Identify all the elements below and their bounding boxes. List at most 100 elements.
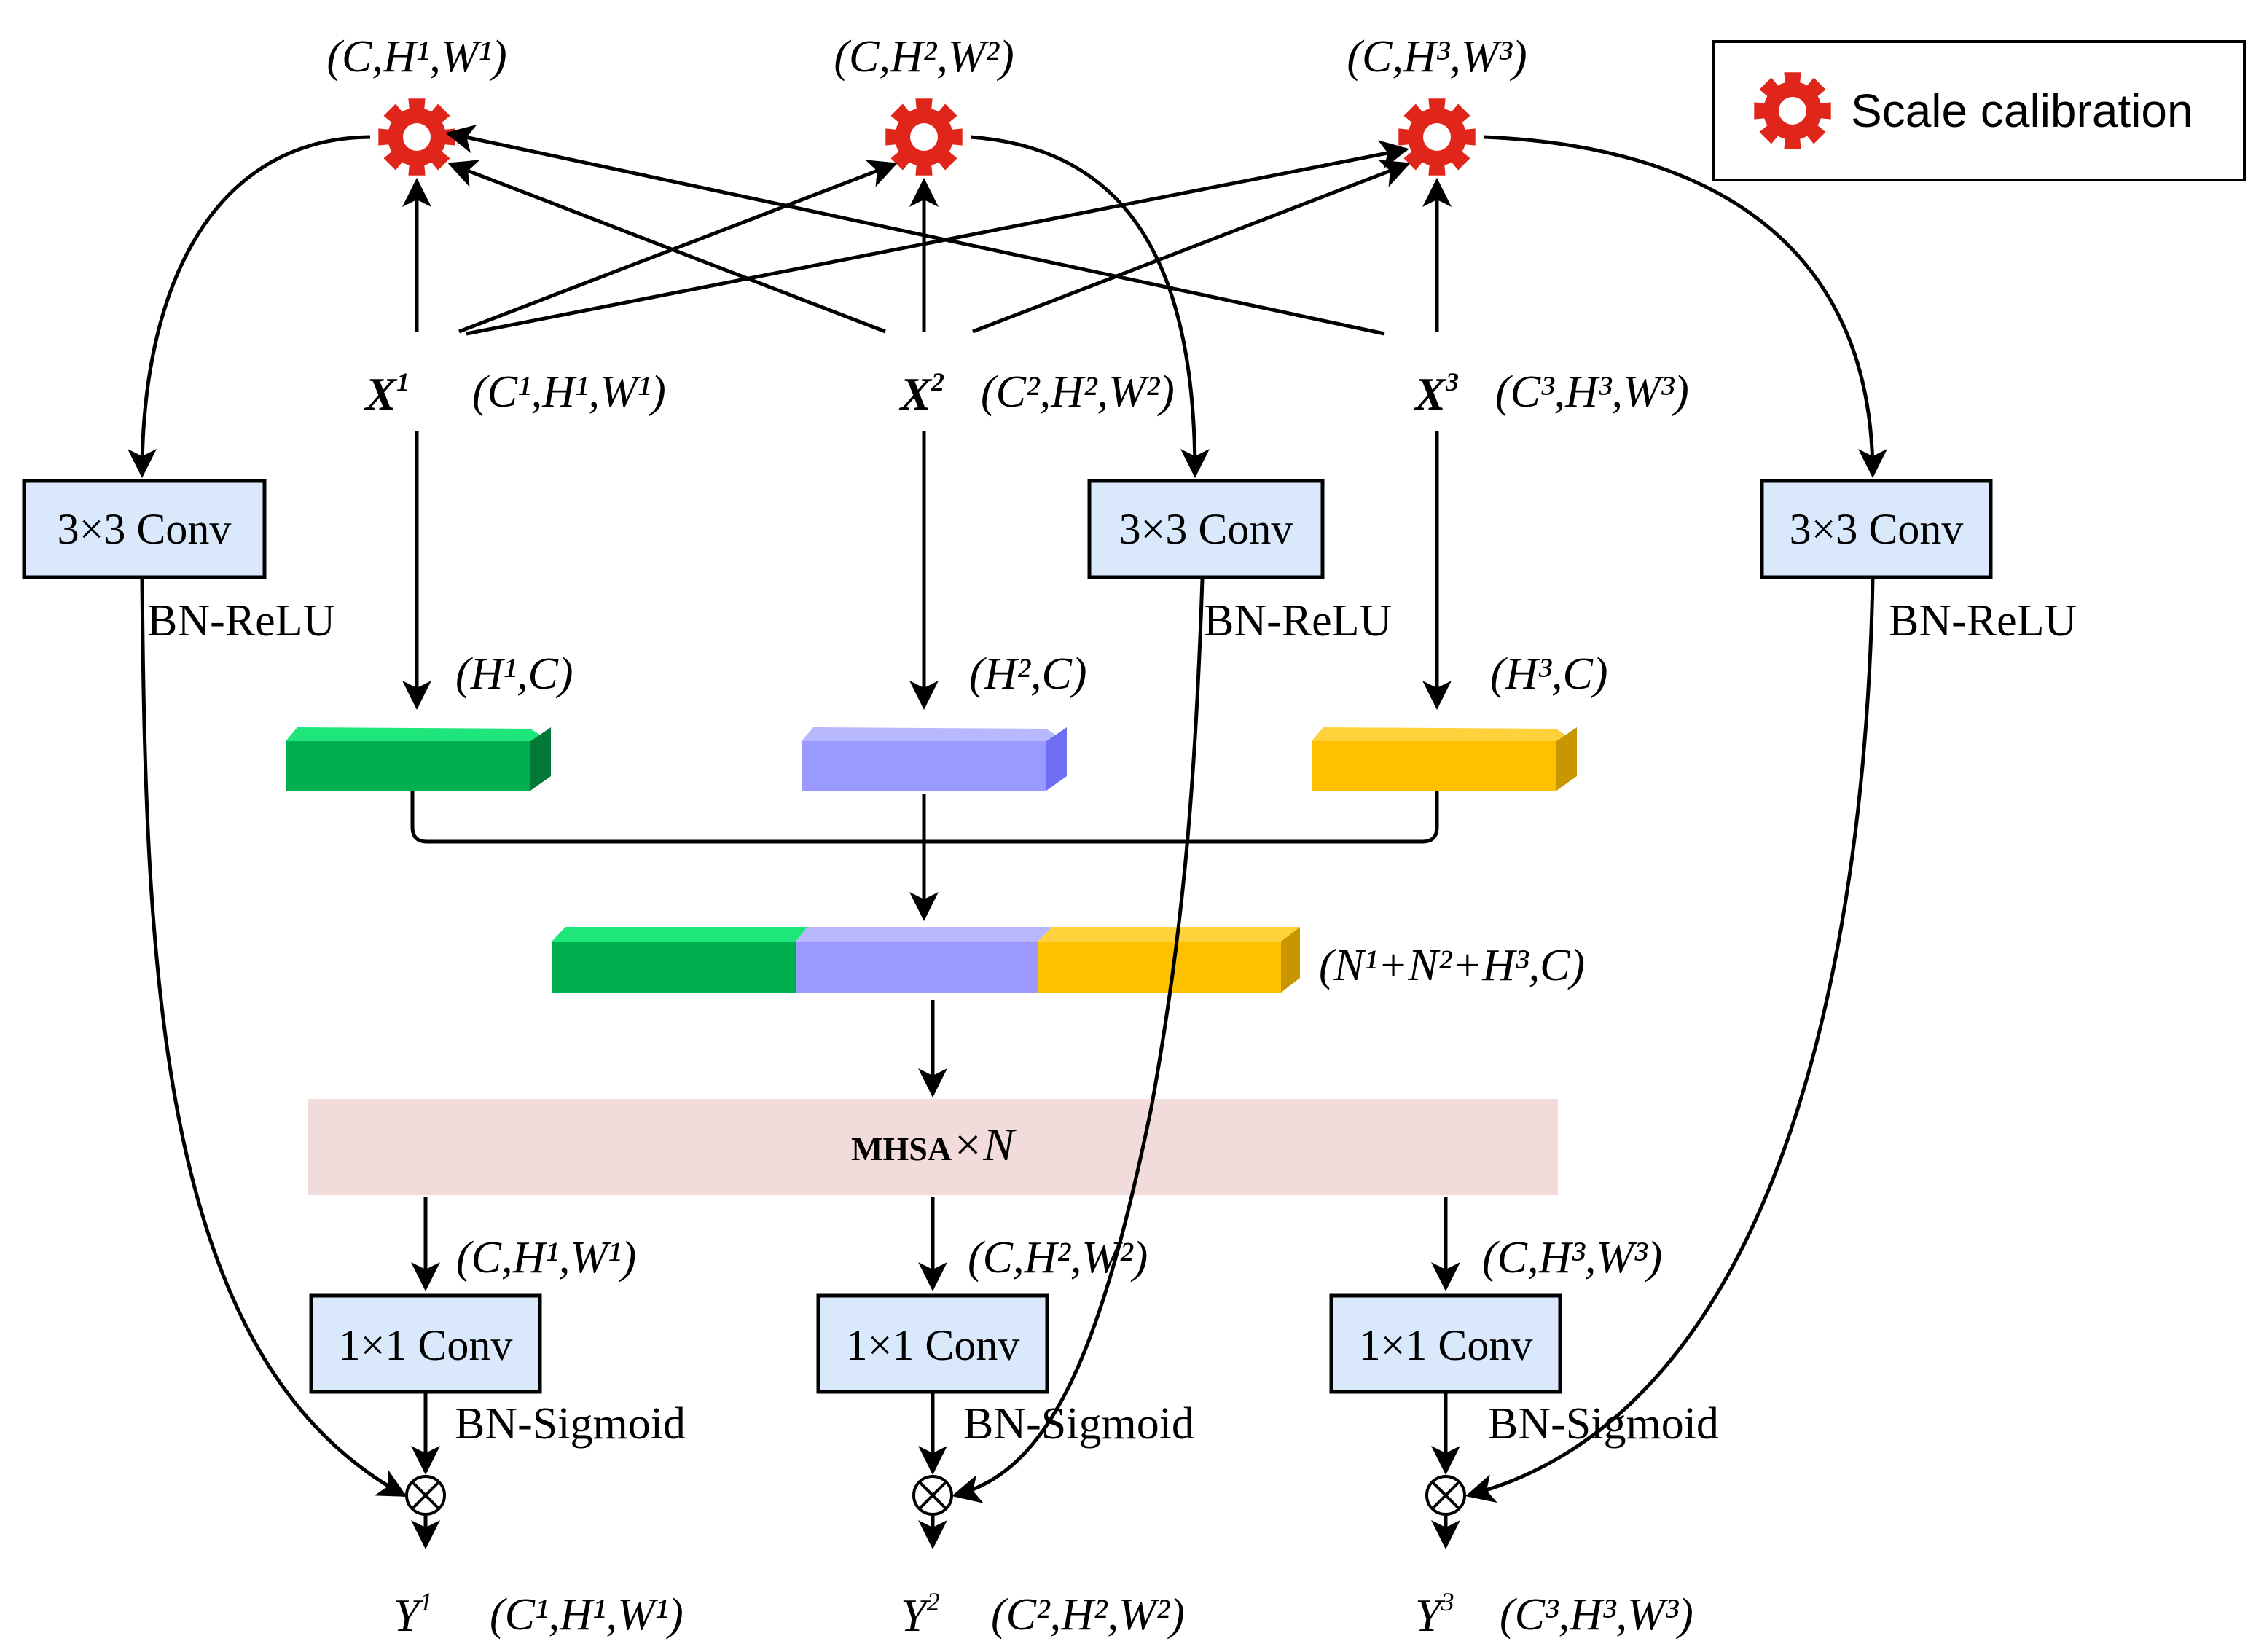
token-bar-1-top xyxy=(286,727,550,741)
conv3x3-1-box xyxy=(22,479,267,579)
conv3x3-3-label: 3×3 Conv xyxy=(1790,505,1964,553)
conv3x3-1-act: BN-ReLU xyxy=(147,596,335,646)
calibration-label-3: (C,H³,W³) xyxy=(1347,32,1527,82)
gear-icon xyxy=(1754,72,1831,149)
conv1x1-3-act: BN-Sigmoid xyxy=(1488,1399,1719,1449)
output-y3: Y3 (C³,H³,W³) xyxy=(1415,1587,1693,1641)
legend-box xyxy=(1712,40,2246,181)
arrow-x2-to-calib1 xyxy=(447,160,886,334)
multiply-node-3 xyxy=(1425,1475,1466,1516)
svg-text:Y2: Y2 xyxy=(901,1587,940,1641)
concat-bar-top-yellow xyxy=(1038,927,1300,942)
token-bar-2-front xyxy=(802,741,1046,791)
token-bar-2-side xyxy=(1046,727,1067,791)
svg-text:X3: X3 xyxy=(1413,367,1459,420)
token-bar-3 xyxy=(1312,727,1577,791)
token-bar-3-front xyxy=(1312,741,1556,791)
conv3x3-2: 3×3 Conv BN-ReLU xyxy=(1087,479,1392,646)
token-bar-2 xyxy=(802,727,1067,791)
legend: Scale calibration xyxy=(1712,40,2246,181)
conv1x1-2: 1×1 Conv BN-Sigmoid xyxy=(816,1293,1194,1449)
conv3x3-1-label: 3×3 Conv xyxy=(58,505,232,553)
gear-shape xyxy=(1754,72,1831,149)
svg-text:X2: X2 xyxy=(898,367,944,420)
conv1x1-3: 1×1 Conv BN-Sigmoid xyxy=(1329,1293,1719,1449)
conv1x1-3-box xyxy=(1329,1293,1562,1394)
scale-calibration-2-gear-icon xyxy=(885,98,963,176)
input-x2: X2 (C²,H²,W²) xyxy=(898,367,1175,420)
conv3x3-2-act: BN-ReLU xyxy=(1204,596,1392,646)
conv1x1-2-act: BN-Sigmoid xyxy=(963,1399,1194,1449)
conv1x1-1-box xyxy=(309,1293,542,1394)
multiply-node-2 xyxy=(912,1475,953,1516)
token-bar-3-side xyxy=(1556,727,1577,791)
arrow-calib2-to-conv2 xyxy=(970,135,1210,478)
arrow-x2-to-calib3 xyxy=(972,160,1411,334)
conv1x1-2-box xyxy=(816,1293,1049,1394)
conv1x1-1-label: 1×1 Conv xyxy=(339,1321,513,1369)
token-bar-1 xyxy=(286,727,551,791)
conv3x3-2-box xyxy=(1087,479,1325,579)
conv1x1-2-label: 1×1 Conv xyxy=(846,1321,1020,1369)
conv3x3-2-label: 3×3 Conv xyxy=(1119,505,1293,553)
arrow-calib1-to-conv1 xyxy=(128,135,371,478)
conv3x3-3-box xyxy=(1760,479,1993,579)
token-label-2: (H²,C) xyxy=(969,649,1087,699)
concat-bar xyxy=(552,927,1300,993)
multiply-node-1 xyxy=(405,1475,446,1516)
legend-label: Scale calibration xyxy=(1851,85,2193,137)
output-y2-dims: (C²,H²,W²) xyxy=(991,1590,1185,1640)
calibration-label-2: (C,H²,W²) xyxy=(834,32,1014,82)
token-label-3: (H³,C) xyxy=(1490,649,1608,699)
conv1x1-3-label: 1×1 Conv xyxy=(1359,1321,1533,1369)
input-x1: X1 (C¹,H¹,W¹) xyxy=(364,367,666,420)
concat-bar-side xyxy=(1281,927,1300,993)
token-label-1: (H¹,C) xyxy=(455,649,573,699)
arrow-conv3x3-3-to-mult3 xyxy=(1465,578,1875,1503)
output-y2: Y2 (C²,H²,W²) xyxy=(901,1587,1185,1641)
output-y1-dims: (C¹,H¹,W¹) xyxy=(490,1590,683,1640)
conv1x1-1-act: BN-Sigmoid xyxy=(455,1399,686,1449)
token-bar-1-side xyxy=(530,727,551,791)
gear-shape xyxy=(885,98,963,176)
input-x1-dims: (C¹,H¹,W¹) xyxy=(472,367,666,417)
scale-calibration-3-gear-icon xyxy=(1398,98,1476,176)
svg-text:X1: X1 xyxy=(364,367,410,420)
gear-shape xyxy=(1398,98,1476,176)
mhsa-block: MHSA×N xyxy=(308,1099,1558,1195)
token-bar-1-front xyxy=(286,741,530,791)
concat-bar-yellow xyxy=(1038,942,1281,993)
conv3x3-3: 3×3 Conv BN-ReLU xyxy=(1760,479,2077,646)
input-x2-dims: (C²,H²,W²) xyxy=(981,367,1175,417)
svg-text:Y1: Y1 xyxy=(393,1587,433,1641)
gear-shape xyxy=(378,98,455,176)
mhsa-out-label-3: (C,H³,W³) xyxy=(1482,1233,1662,1283)
arrow-conv3x3-1-to-mult1 xyxy=(140,578,407,1498)
token-bar-3-top xyxy=(1312,727,1574,741)
concat-bar-green xyxy=(552,942,796,993)
output-y3-dims: (C³,H³,W³) xyxy=(1500,1590,1693,1640)
input-x3-dims: (C³,H³,W³) xyxy=(1495,367,1689,417)
token-bar-2-top xyxy=(802,727,1065,741)
input-x3: X3 (C³,H³,W³) xyxy=(1413,367,1689,420)
mhsa-out-label-1: (C,H¹,W¹) xyxy=(456,1233,636,1283)
arrow-conv3x3-2-to-mult2 xyxy=(952,578,1205,1503)
calibration-label-1: (C,H¹,W¹) xyxy=(326,32,506,82)
scale-calibration-1-gear-icon xyxy=(378,98,455,176)
concat-label: (N¹+N²+H³,C) xyxy=(1319,941,1585,990)
arrow-calib3-to-conv3 xyxy=(1483,135,1887,478)
mhsa-label: MHSA×N xyxy=(851,1119,1017,1170)
conv3x3-1: 3×3 Conv BN-ReLU xyxy=(22,479,335,646)
concat-bar-top-green xyxy=(552,927,807,942)
concat-bar-top-purple xyxy=(796,927,1052,942)
svg-text:Y3: Y3 xyxy=(1415,1587,1454,1641)
arrow-x1-to-calib2 xyxy=(458,160,898,334)
arrow-x1-to-calib3 xyxy=(466,140,1409,336)
mhsa-box xyxy=(308,1099,1558,1195)
conv3x3-3-act: BN-ReLU xyxy=(1889,596,2077,646)
output-y1: Y1 (C¹,H¹,W¹) xyxy=(393,1587,683,1641)
conv1x1-1: 1×1 Conv BN-Sigmoid xyxy=(309,1293,686,1449)
arrow-x3-to-calib1 xyxy=(445,124,1385,336)
mhsa-out-label-2: (C,H²,W²) xyxy=(968,1233,1148,1283)
